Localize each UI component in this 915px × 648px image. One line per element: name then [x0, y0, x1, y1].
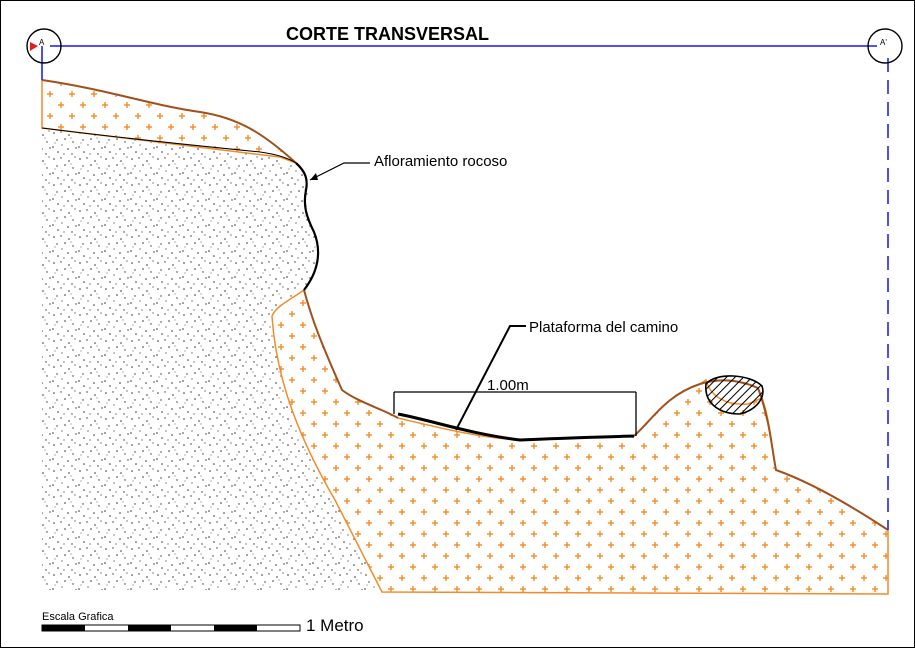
width-dimension [393, 391, 637, 436]
width-label: 1.00m [487, 377, 529, 394]
platform-leader [455, 325, 526, 431]
rock-mass [42, 128, 382, 590]
scale-bar [41, 624, 301, 632]
rock-contact-line [41, 127, 297, 164]
diagram-title: CORTE TRANSVERSAL [286, 24, 489, 44]
svg-text:A: A [39, 38, 45, 47]
section-mark-right: A' [867, 28, 903, 64]
scale-caption: Escala Grafica [42, 611, 114, 623]
svg-text:A': A' [880, 38, 887, 47]
section-mark-left: A [26, 28, 62, 64]
scale-value: 1 Metro [306, 616, 364, 635]
road-platform [397, 412, 635, 442]
outcrop-leader [309, 162, 370, 181]
outcrop-label: Afloramiento rocoso [374, 153, 507, 170]
platform-label: Plataforma del camino [529, 319, 678, 336]
boulder [705, 375, 764, 415]
outcrop-face [295, 162, 320, 291]
